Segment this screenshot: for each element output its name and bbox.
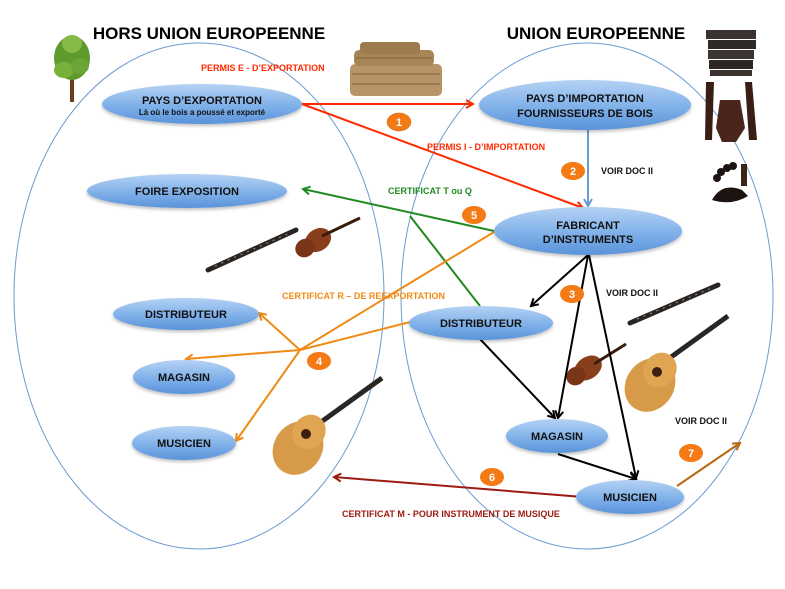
arrow-musicien-voir-doc: [676, 443, 740, 487]
node-pays-importation-line1: PAYS D’IMPORTATION: [526, 93, 644, 105]
violin-fittings-image: [712, 162, 748, 203]
arrow-fabricant-to-foire: [303, 189, 495, 232]
node-musicien-eu[interactable]: [576, 480, 684, 514]
svg-text:5: 5: [471, 210, 477, 222]
arrow-fabricant-to-magasin: [558, 254, 589, 418]
node-musicien-outside-label: MUSICIEN: [157, 438, 211, 450]
node-fabricant[interactable]: [494, 207, 682, 255]
timber-logs-image: [350, 42, 442, 96]
label-voir-doc-2-musicien: VOIR DOC II: [675, 416, 727, 426]
svg-text:4: 4: [316, 356, 323, 368]
svg-text:2: 2: [570, 166, 576, 178]
region-title-eu: UNION EUROPEENNE: [507, 24, 686, 43]
arrow-export-to-fabricant: [301, 103, 583, 208]
label-permis-i: PERMIS I - D’IMPORTATION: [427, 142, 545, 152]
line-fabricant-reexport: [299, 231, 495, 351]
step-badge-6: 6: [480, 468, 504, 486]
wood-planks-image: [706, 30, 756, 76]
node-magasin-outside[interactable]: [133, 360, 235, 394]
step-badge-5: 5: [462, 206, 486, 224]
label-certificat-tq: CERTIFICAT T ou Q: [388, 186, 472, 196]
node-magasin-outside-label: MAGASIN: [158, 372, 210, 384]
node-musicien-eu-label: MUSICIEN: [603, 492, 657, 504]
step-badge-2: 2: [561, 162, 585, 180]
arrow-musicien-to-outside: [334, 477, 584, 498]
svg-text:7: 7: [688, 448, 694, 460]
step-badge-3: 3: [560, 285, 584, 303]
node-magasin-eu-label: MAGASIN: [531, 431, 583, 443]
tree-image: [54, 35, 90, 102]
node-distributeur-eu-label: DISTRIBUTEUR: [440, 318, 522, 330]
label-voir-doc-2-fabricant: VOIR DOC II: [606, 288, 658, 298]
node-foire-exposition-label: FOIRE EXPOSITION: [135, 186, 239, 198]
node-fabricant-line1: FABRICANT: [556, 220, 620, 232]
svg-text:6: 6: [489, 472, 495, 484]
node-musicien-outside[interactable]: [132, 426, 236, 460]
clarinet-image: [627, 282, 721, 326]
arrow-distributeur-to-magasin: [479, 338, 555, 418]
arrow-magasin-to-musicien: [557, 453, 636, 479]
step-badge-1: 1: [386, 112, 412, 132]
arrow-fabricant-to-distributeur: [531, 254, 589, 306]
guitar-wood-parts-image: [705, 82, 757, 142]
node-pays-exportation[interactable]: [102, 84, 302, 124]
node-distributeur-eu[interactable]: [409, 306, 553, 340]
acoustic-guitar-image: [624, 313, 730, 412]
arrow-fabricant-to-musicien: [588, 254, 636, 478]
node-pays-importation[interactable]: [479, 80, 691, 130]
node-pays-exportation-sub: Là où le bois a poussé et exporté: [139, 108, 266, 117]
svg-text:1: 1: [396, 117, 402, 129]
node-distributeur-outside-label: DISTRIBUTEUR: [145, 309, 227, 321]
region-title-outside-eu: HORS UNION EUROPEENNE: [93, 24, 325, 43]
line-distributeur-reexport: [299, 321, 411, 351]
arrow-reexport-to-distributeur: [259, 313, 301, 351]
node-fabricant-line2: D’INSTRUMENTS: [543, 234, 633, 246]
label-certificat-r: CERTIFICAT R – DE REEXPORTATION: [282, 291, 445, 301]
step-badge-7: 7: [679, 444, 703, 462]
arrow-reexport-to-musicien: [236, 349, 301, 441]
clarinet-image: [205, 227, 299, 273]
violin-image: [566, 342, 627, 386]
region-eu: [400, 42, 774, 550]
violin-image: [295, 216, 361, 258]
node-distributeur-outside[interactable]: [113, 298, 259, 330]
region-outside-eu: [13, 42, 385, 550]
label-permis-e: PERMIS E - D’EXPORTATION: [201, 63, 325, 73]
label-voir-doc-2-import: VOIR DOC II: [601, 166, 653, 176]
node-magasin-eu[interactable]: [506, 419, 608, 453]
svg-text:3: 3: [569, 289, 575, 301]
label-certificat-m: CERTIFICAT M - POUR INSTRUMENT DE MUSIQU…: [342, 509, 560, 519]
node-pays-importation-line2: FOURNISSEURS DE BOIS: [517, 108, 653, 120]
arrow-reexport-to-magasin: [186, 349, 301, 359]
acoustic-guitar-image: [272, 375, 384, 475]
step-badge-4: 4: [307, 352, 331, 370]
node-pays-exportation-label: PAYS D’EXPORTATION: [142, 95, 262, 107]
node-foire-exposition[interactable]: [87, 174, 287, 208]
